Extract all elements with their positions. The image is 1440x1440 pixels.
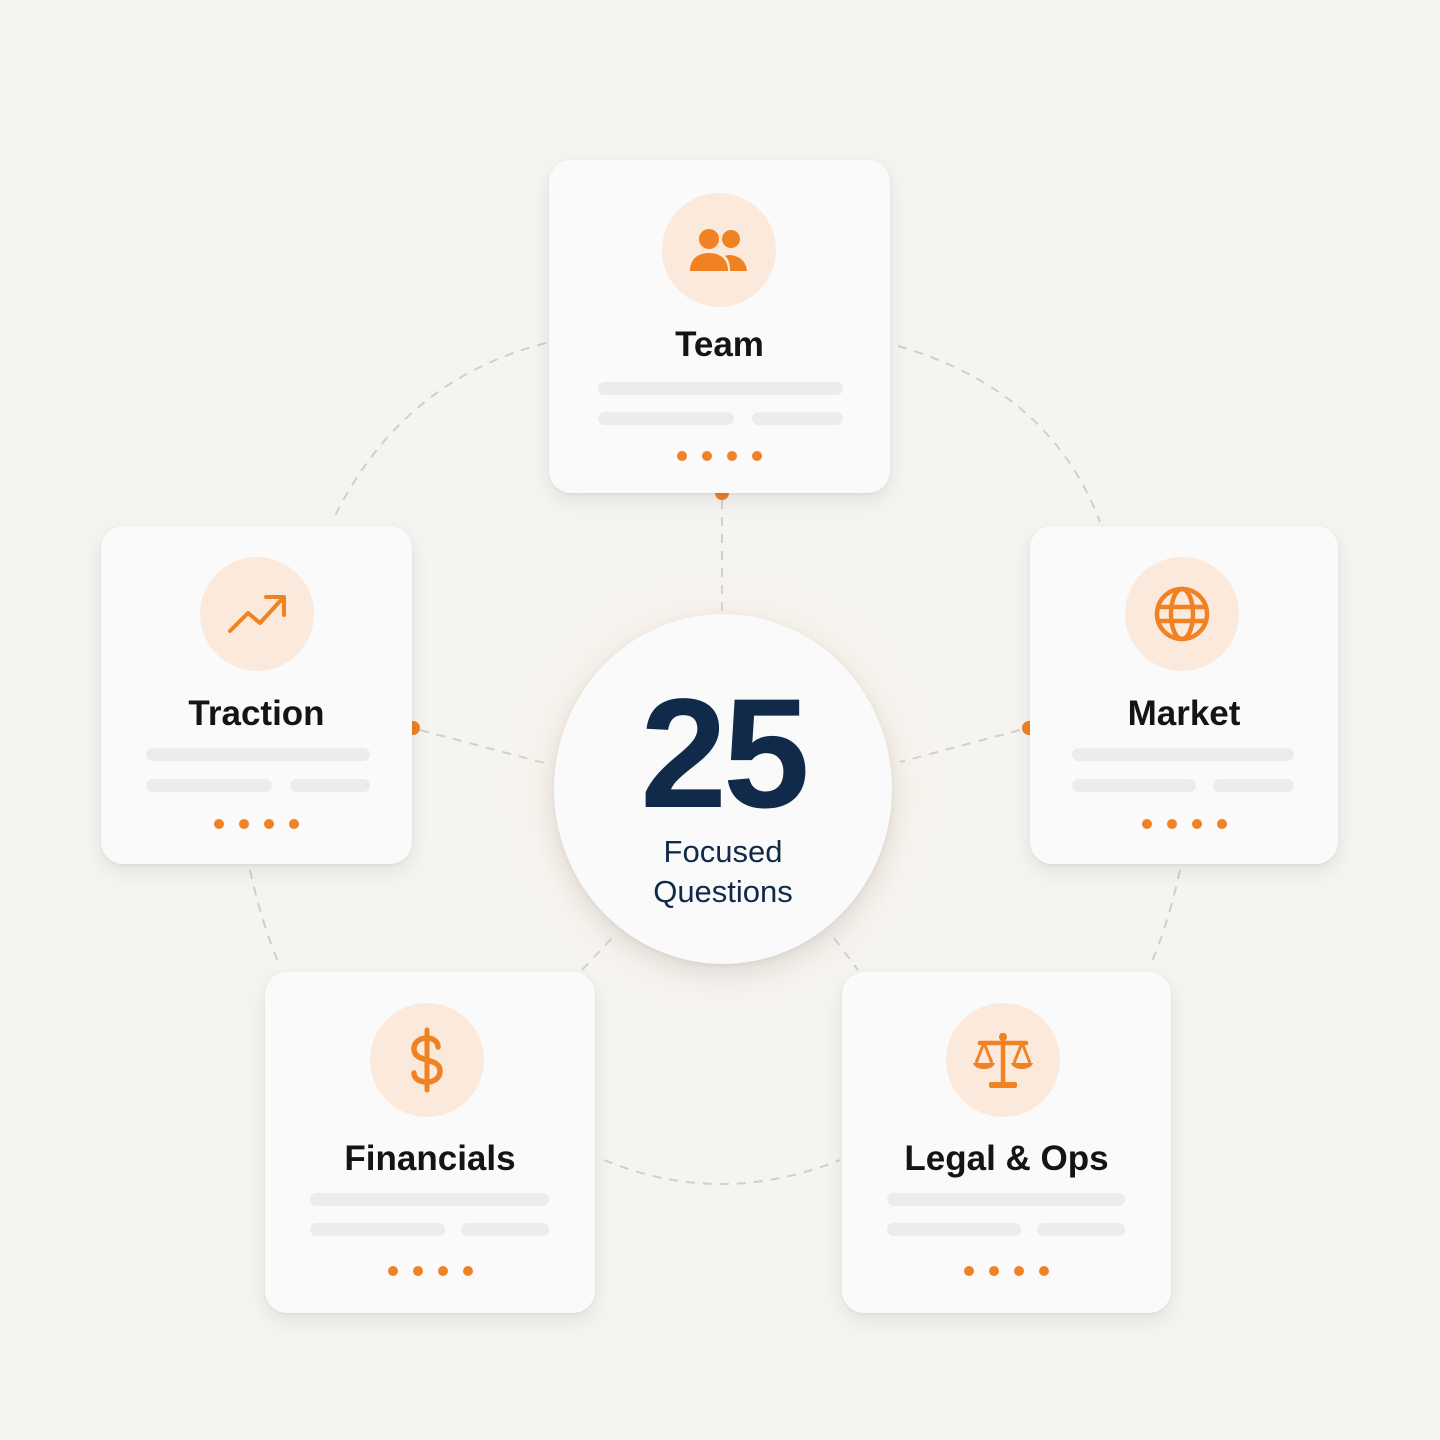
card-title: Team <box>675 325 764 364</box>
ring-arc-right <box>1149 869 1181 967</box>
question-count: 25 <box>640 667 810 841</box>
ring-arc-left <box>249 869 281 967</box>
pagination-dots <box>1030 819 1338 829</box>
placeholder-line <box>752 412 843 425</box>
placeholder-line <box>146 779 272 792</box>
pagination-dots <box>549 451 890 461</box>
placeholder-line <box>290 779 370 792</box>
trending-up-icon <box>228 595 286 633</box>
icon-badge <box>370 1003 484 1117</box>
spoke-traction <box>419 729 553 766</box>
icon-badge <box>946 1003 1060 1117</box>
team-icon <box>690 229 747 271</box>
category-card-traction[interactable]: Traction <box>101 526 412 864</box>
pagination-dots <box>842 1266 1171 1276</box>
placeholder-line <box>887 1223 1021 1236</box>
placeholder-line <box>310 1193 549 1206</box>
placeholder-line <box>598 412 734 425</box>
icon-badge <box>200 557 314 671</box>
placeholder-line <box>1072 748 1294 761</box>
ring-arc-bottom <box>603 1159 841 1185</box>
pagination-dots <box>265 1266 595 1276</box>
placeholder-line <box>146 748 370 761</box>
card-title: Legal & Ops <box>904 1139 1109 1178</box>
category-card-market[interactable]: Market <box>1030 526 1338 864</box>
pagination-dots <box>101 819 412 829</box>
ring-arc-top-right <box>897 345 1101 523</box>
placeholder-line <box>1213 779 1294 792</box>
category-card-financials[interactable]: Financials <box>265 972 595 1313</box>
category-card-team[interactable]: Team <box>549 160 890 493</box>
card-title: Financials <box>344 1139 516 1178</box>
globe-icon <box>1154 586 1210 642</box>
card-title: Traction <box>188 694 325 733</box>
card-title: Market <box>1127 694 1241 733</box>
placeholder-line <box>1072 779 1196 792</box>
scales-icon <box>973 1033 1033 1088</box>
icon-badge <box>1125 557 1239 671</box>
category-card-legal-ops[interactable]: Legal & Ops <box>842 972 1171 1313</box>
dollar-icon <box>411 1027 443 1093</box>
ring-arc-top-left <box>331 342 547 523</box>
icon-badge <box>662 193 776 307</box>
placeholder-line <box>1037 1223 1125 1236</box>
placeholder-line <box>461 1223 549 1236</box>
hub-circle: 25 Focused Questions <box>554 614 892 964</box>
placeholder-line <box>598 382 843 395</box>
placeholder-line <box>887 1193 1125 1206</box>
question-count-label: Focused Questions <box>653 834 793 909</box>
placeholder-line <box>310 1223 445 1236</box>
